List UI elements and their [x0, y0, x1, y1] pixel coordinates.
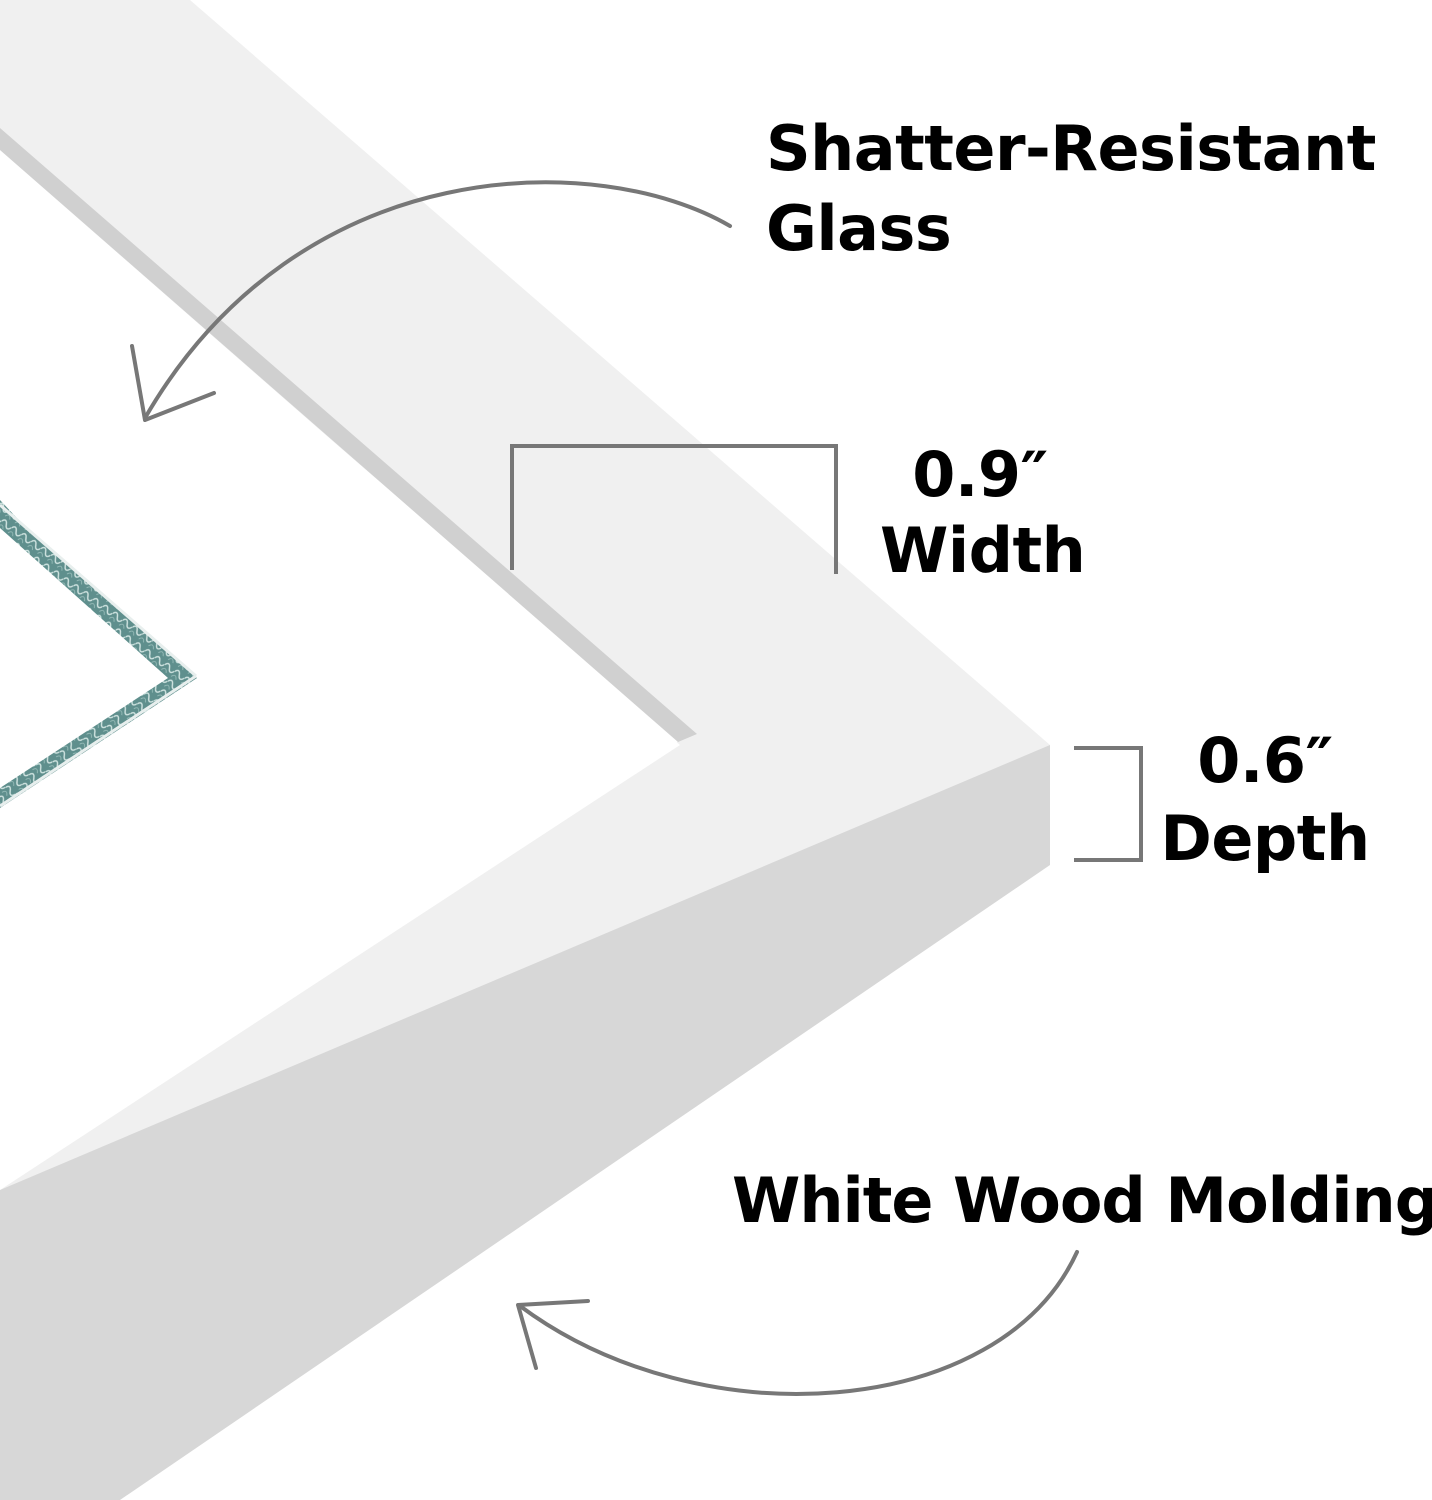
- curved-arrow-icon: [516, 1250, 1079, 1396]
- glass-edge: [0, 128, 697, 742]
- artwork-border-edge: [0, 674, 197, 808]
- dimension-bracket-icon: [510, 444, 838, 574]
- shatter-resistant-glass-label: Shatter-Resistant Glass: [766, 118, 1376, 260]
- glass-label-line2: Glass: [766, 192, 952, 265]
- dimension-bracket-icon: [1074, 746, 1143, 862]
- depth-label: 0.6″ Depth: [1160, 730, 1370, 870]
- curved-arrow-icon: [130, 180, 732, 422]
- width-value: 0.9″: [912, 438, 1048, 511]
- depth-text: Depth: [1160, 802, 1370, 875]
- depth-value: 0.6″: [1197, 724, 1333, 797]
- mat-board-main: [0, 155, 680, 1185]
- frame-side: [0, 745, 1050, 1500]
- glass-label-line1: Shatter-Resistant: [766, 112, 1376, 185]
- artwork-border-edge: [0, 503, 197, 678]
- width-label: 0.9″ Width: [880, 438, 1086, 587]
- white-wood-molding-label: White Wood Molding: [732, 1164, 1432, 1237]
- width-text: Width: [880, 514, 1086, 587]
- artwork-inner: [0, 528, 168, 788]
